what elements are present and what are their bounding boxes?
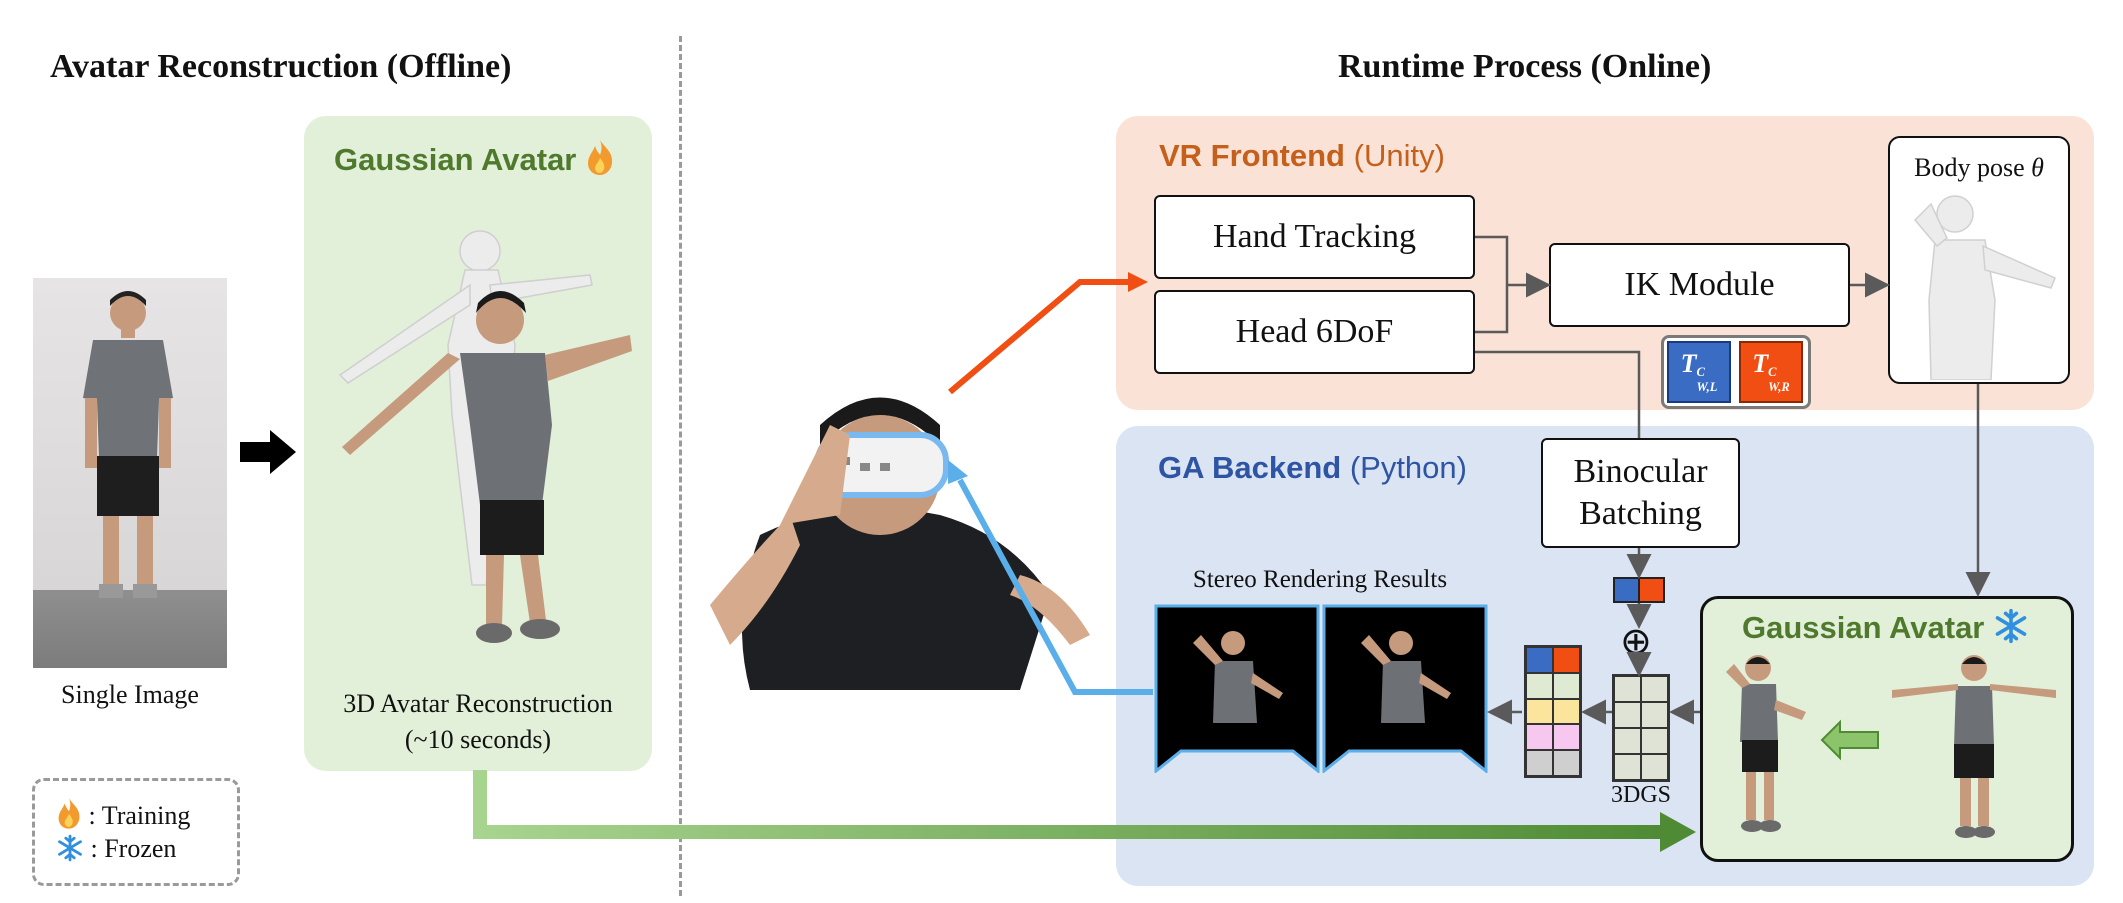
vr-frontend-subtitle: (Unity)	[1353, 138, 1445, 173]
offline-heading: Avatar Reconstruction (Offline)	[50, 48, 512, 85]
combine-symbol: ⊕	[1620, 619, 1652, 663]
body-pose-mesh	[1913, 195, 2056, 380]
ga-backend-title-text: GA Backend	[1158, 450, 1342, 485]
grid-cell	[1526, 672, 1553, 699]
batched-pair-left	[1615, 579, 1640, 601]
single-image-photo	[33, 278, 227, 668]
fire-icon	[588, 140, 613, 175]
body-pose-label: Body pose θ	[1914, 153, 2044, 182]
gs-cell	[1641, 728, 1668, 754]
stereo-rendering-views	[1154, 604, 1488, 773]
avatar-reconstruction-figure	[338, 230, 632, 643]
gs-cell	[1641, 754, 1668, 780]
grid-cell	[1553, 672, 1580, 699]
recon-caption-line1: 3D Avatar Reconstruction	[343, 689, 613, 718]
legend-frozen-label: : Frozen	[90, 834, 177, 863]
gs-cell	[1641, 702, 1668, 728]
black-arrow	[240, 430, 296, 474]
binocular-batching-box: Binocular Batching	[1541, 438, 1740, 548]
single-image-caption: Single Image	[61, 680, 199, 709]
binocular-line1: Binocular	[1573, 452, 1708, 490]
gs-cell	[1641, 676, 1668, 702]
fire-icon	[58, 798, 80, 829]
grid-cell	[1526, 724, 1553, 751]
hand-tracking-box: Hand Tracking	[1154, 195, 1475, 279]
ga-backend-subtitle: (Python)	[1349, 450, 1467, 485]
snowflake-icon	[58, 834, 82, 862]
grid-cell	[1526, 698, 1553, 725]
ga-backend-title: GA Backend (Python)	[1158, 450, 1467, 486]
colored-grid	[1524, 645, 1582, 778]
grid-cell	[1553, 698, 1580, 725]
gs-grid	[1612, 674, 1670, 782]
grid-cell	[1553, 750, 1580, 776]
ik-module-box: IK Module	[1549, 243, 1850, 327]
offline-panel-title-text: Gaussian Avatar	[334, 142, 577, 177]
batched-pair	[1613, 577, 1665, 603]
legend-training: : Training	[56, 796, 190, 831]
legend-box	[32, 778, 240, 886]
frozen-avatar-title-text: Gaussian Avatar	[1742, 610, 1985, 645]
recon-caption-line2: (~10 seconds)	[404, 725, 552, 754]
grid-cell	[1553, 647, 1580, 673]
recon-caption: 3D Avatar Reconstruction (~10 seconds)	[304, 686, 652, 758]
legend-frozen: : Frozen	[56, 834, 176, 864]
legend-training-label: : Training	[88, 801, 191, 830]
snowflake-icon	[1995, 608, 2027, 644]
grid-cell	[1526, 647, 1553, 673]
gs-cell	[1614, 754, 1641, 780]
online-heading: Runtime Process (Online)	[1338, 48, 1712, 85]
gs-cell	[1614, 676, 1641, 702]
gs-caption: 3DGS	[1610, 782, 1671, 808]
offline-panel-title: Gaussian Avatar	[334, 138, 615, 178]
frozen-avatar-title: Gaussian Avatar	[1742, 608, 2029, 646]
section-divider	[679, 36, 682, 896]
batched-pair-right	[1640, 579, 1663, 601]
binocular-line2: Batching	[1579, 495, 1702, 532]
vr-frontend-title: VR Frontend (Unity)	[1159, 138, 1445, 174]
vr-frontend-title-text: VR Frontend	[1159, 138, 1345, 173]
frozen-avatar-figures	[1726, 655, 2056, 838]
head-6dof-box: Head 6DoF	[1154, 290, 1475, 374]
grid-cell	[1526, 750, 1553, 776]
vr-user-illustration	[710, 397, 1090, 690]
grid-cell	[1553, 724, 1580, 751]
gs-cell	[1614, 702, 1641, 728]
gs-cell	[1614, 728, 1641, 754]
stereo-caption: Stereo Rendering Results	[1192, 566, 1448, 593]
